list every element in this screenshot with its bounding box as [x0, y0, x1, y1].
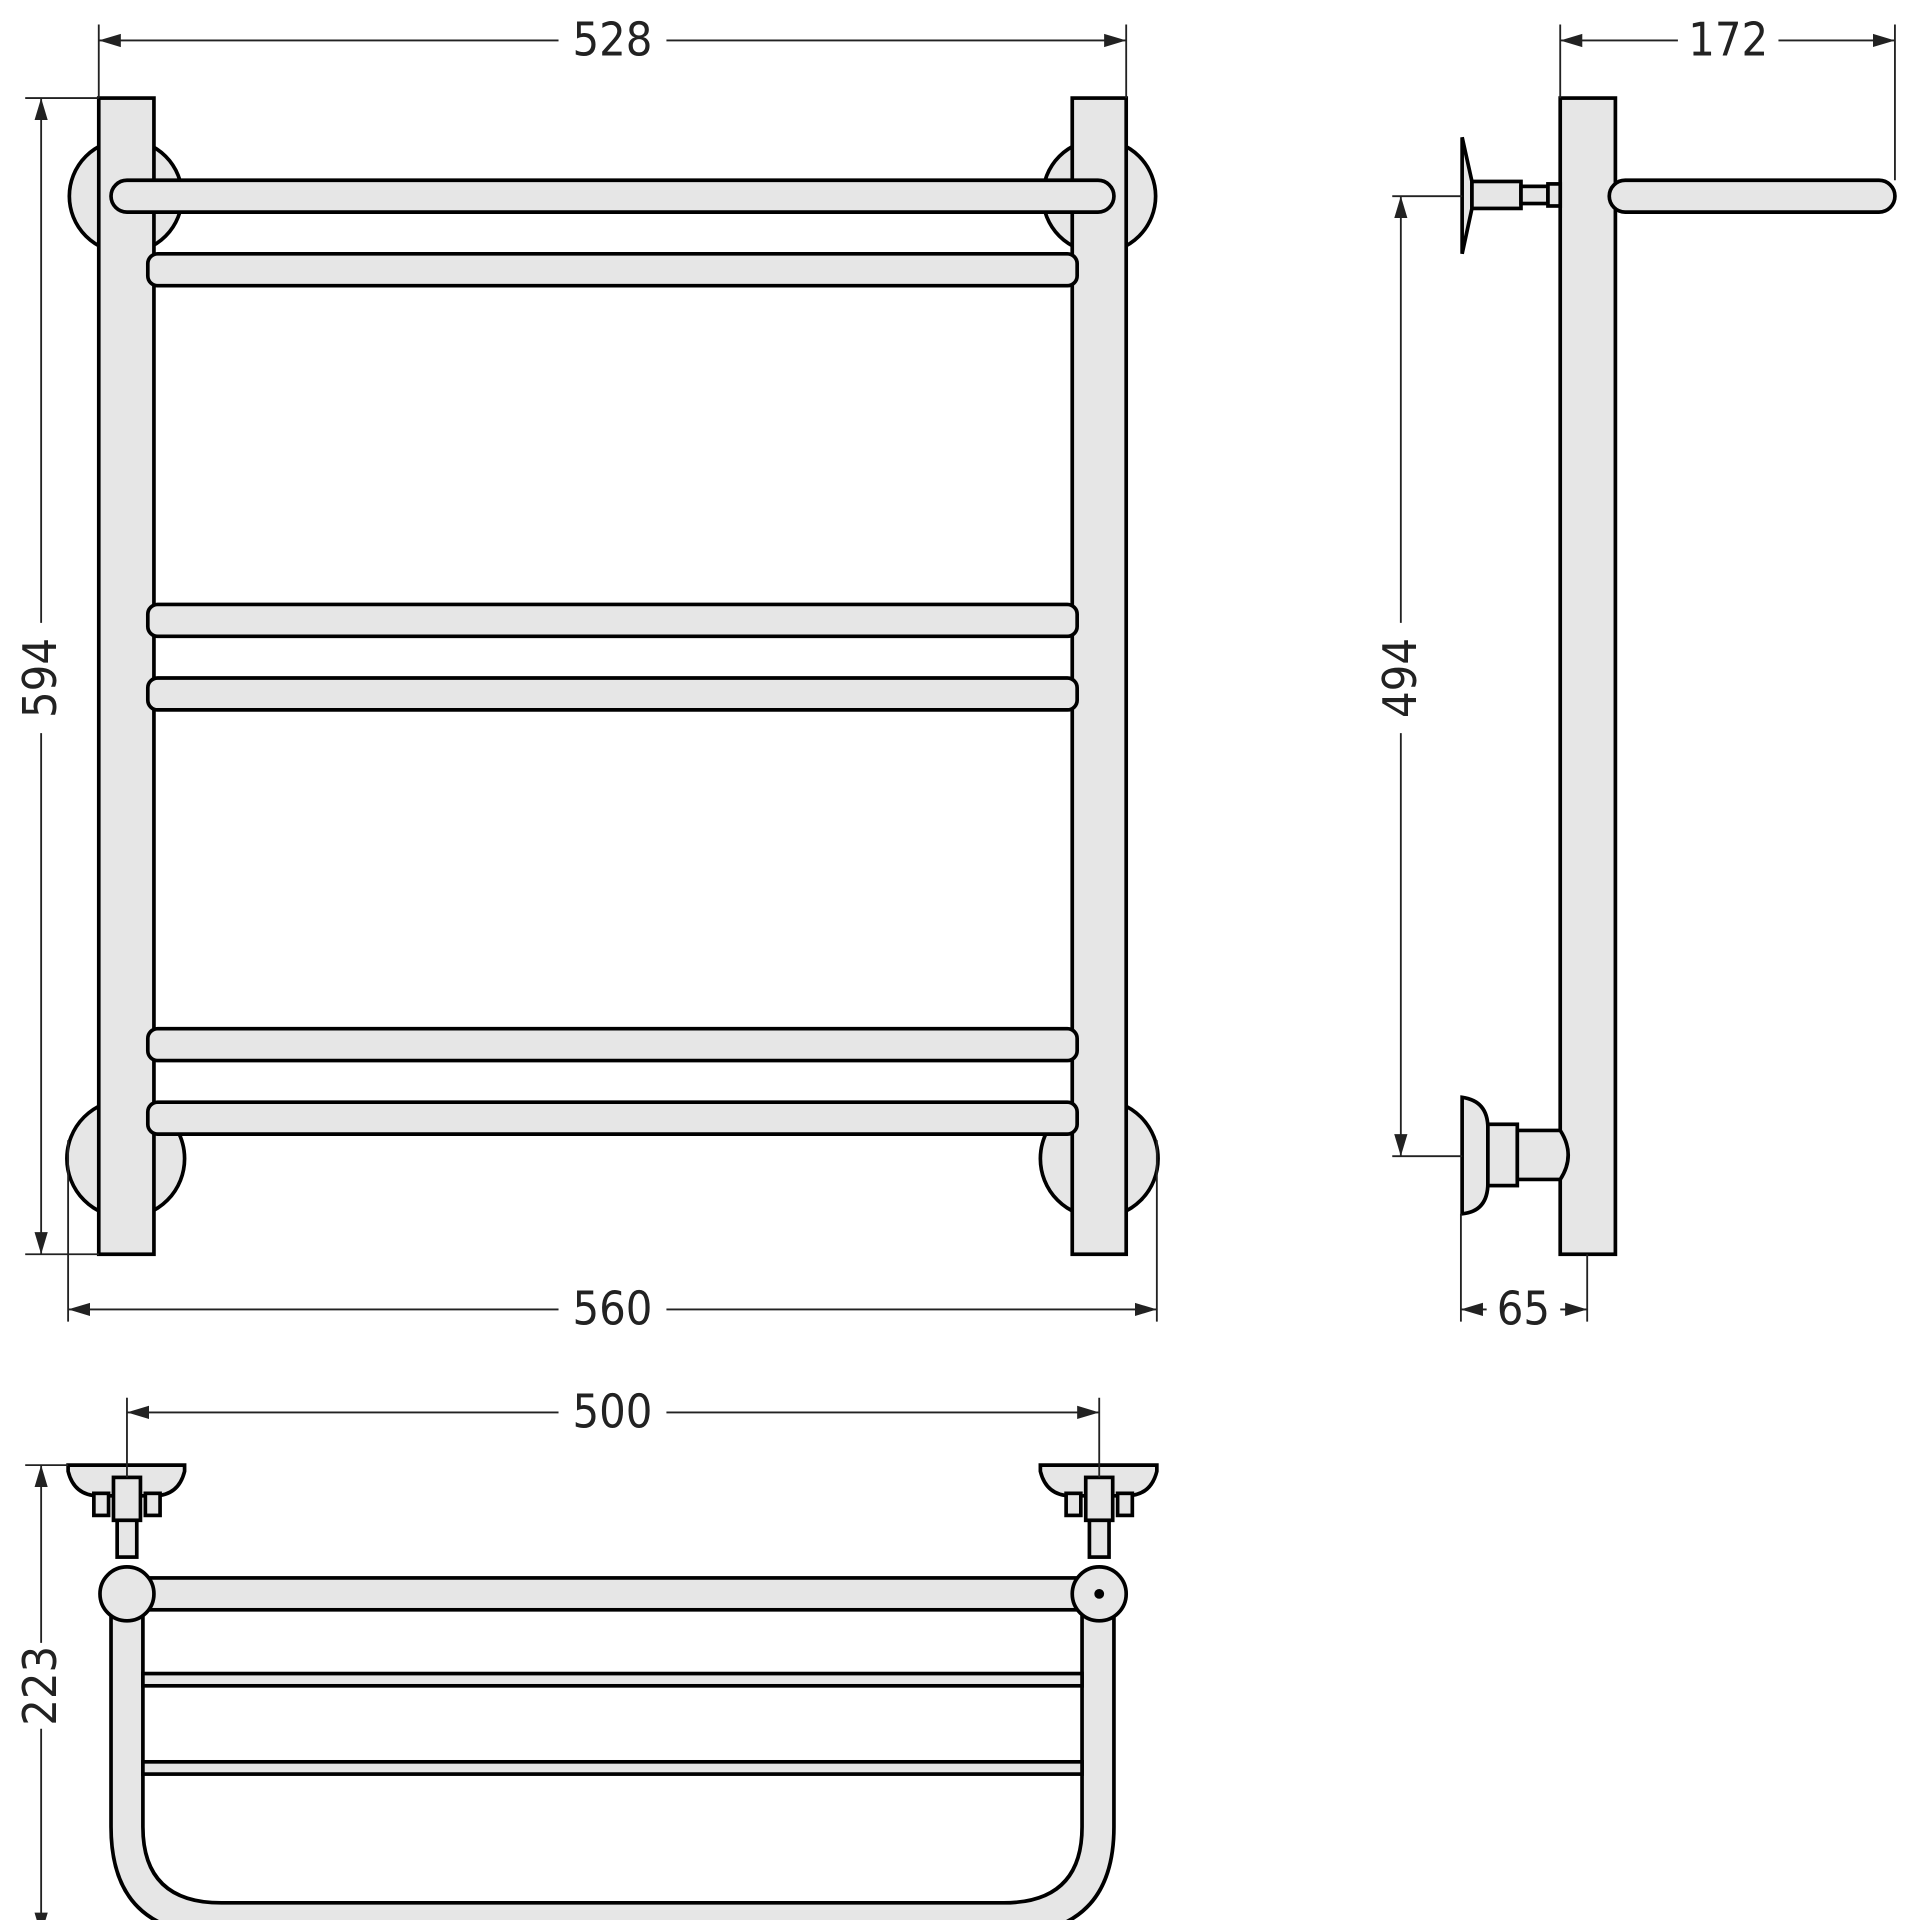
dimension-223: 223 [13, 1464, 69, 1920]
dimension-560: 560 [67, 1140, 1158, 1335]
dimension-label: 500 [572, 1384, 652, 1438]
dimension-label: 594 [13, 638, 67, 718]
dimension-528: 528 [97, 12, 1128, 99]
dimension-label: 528 [572, 12, 652, 66]
dimension-65: 65 [1459, 1213, 1589, 1335]
top-shelf-bar [109, 178, 1116, 214]
rail [141, 1671, 1084, 1688]
dimension-label: 65 [1497, 1281, 1550, 1335]
top-view [66, 1463, 1159, 1920]
dimension-594: 594 [13, 97, 99, 1256]
rungs [145, 251, 1079, 1136]
rung [145, 1026, 1079, 1063]
front-view [65, 96, 1160, 1257]
bottom-wall-bracket [1460, 1095, 1490, 1216]
nut [1486, 1122, 1520, 1188]
top-connector [1546, 182, 1563, 208]
right-post [1070, 96, 1129, 1257]
dimension-label: 172 [1688, 12, 1768, 66]
left-post [96, 96, 156, 1257]
right-mount [1038, 1463, 1159, 1623]
shelf-bar-side [1607, 178, 1897, 214]
bottom-pipe [1515, 1128, 1571, 1182]
side-view [1460, 96, 1897, 1257]
dimension-label: 223 [13, 1646, 67, 1726]
rung [145, 1100, 1079, 1136]
rung [145, 602, 1079, 639]
dimension-172: 172 [1559, 12, 1896, 181]
dimension-label: 494 [1373, 638, 1427, 718]
dimension-label: 560 [572, 1281, 652, 1335]
top-connector [1519, 184, 1550, 206]
rung [145, 251, 1079, 288]
u-frame [109, 1592, 1116, 1920]
shelf-bar-top [125, 1576, 1102, 1612]
dimension-494: 494 [1373, 195, 1463, 1158]
rung [145, 676, 1079, 712]
top-connector [1470, 179, 1523, 211]
rail [141, 1760, 1084, 1776]
side-post [1558, 96, 1618, 1257]
dimension-500: 500 [126, 1384, 1101, 1478]
